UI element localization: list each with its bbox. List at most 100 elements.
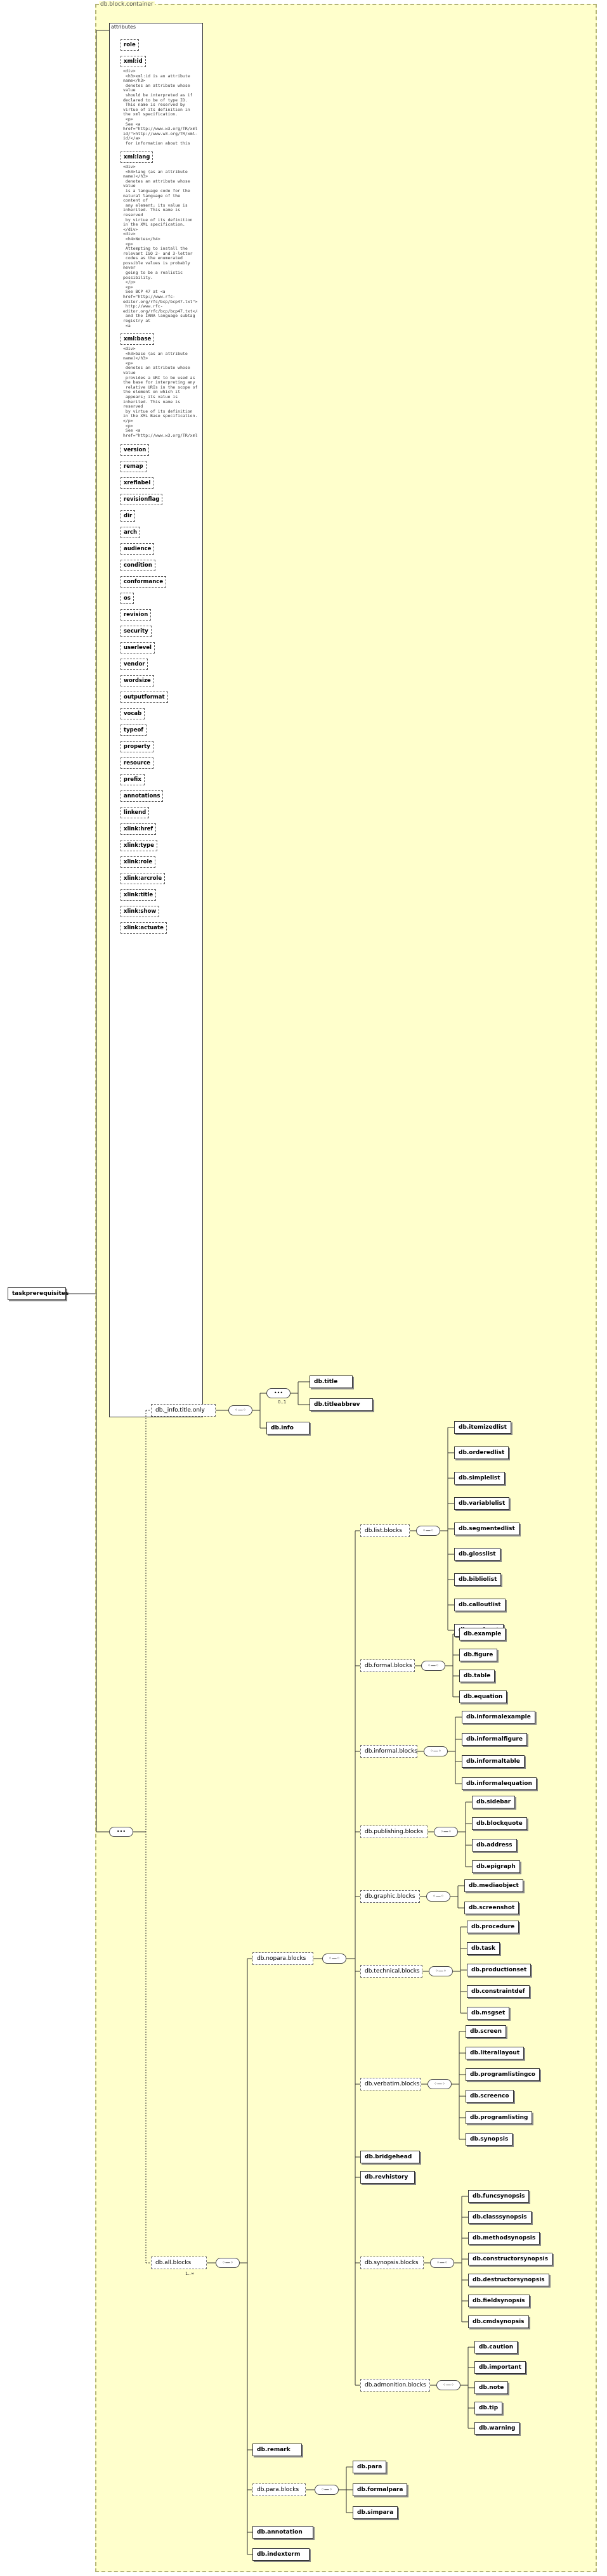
element-synopsis[interactable]: db.synopsis xyxy=(466,2133,513,2146)
element-blockquote[interactable]: db.blockquote xyxy=(472,1817,527,1830)
attribute-outputformat[interactable]: outputformat xyxy=(121,692,168,703)
element-annotation[interactable]: db.annotation xyxy=(252,2526,313,2539)
element-classsynopsis[interactable]: db.classsynopsis xyxy=(468,2211,532,2224)
element-info[interactable]: db.info xyxy=(266,1422,310,1434)
element-literallayout[interactable]: db.literallayout xyxy=(466,2047,525,2059)
element-programlistingco[interactable]: db.programlistingco xyxy=(466,2068,540,2081)
element-figure[interactable]: db.figure xyxy=(459,1649,498,1661)
element-sidebar[interactable]: db.sidebar xyxy=(472,1796,516,1808)
element-titleabbrev[interactable]: db.titleabbrev xyxy=(310,1398,373,1411)
element-destructorsynopsis[interactable]: db.destructorsynopsis xyxy=(468,2274,549,2286)
element-tip[interactable]: db.tip xyxy=(474,2402,503,2414)
group-publishing-blocks[interactable]: db.publishing.blocks xyxy=(360,1826,428,1838)
group-para-blocks[interactable]: db.para.blocks xyxy=(252,2483,306,2496)
element-important[interactable]: db.important xyxy=(474,2361,526,2374)
element-bibliolist[interactable]: db.bibliolist xyxy=(454,1573,502,1586)
attribute-wordsize[interactable]: wordsize xyxy=(121,675,154,686)
element-msgset[interactable]: db.msgset xyxy=(467,2007,510,2019)
group-formal-blocks[interactable]: db.formal.blocks xyxy=(360,1659,415,1672)
element-fieldsynopsis[interactable]: db.fieldsynopsis xyxy=(468,2295,530,2307)
attribute-role[interactable]: role xyxy=(121,39,139,51)
attribute-vocab[interactable]: vocab xyxy=(121,708,145,719)
attribute-condition[interactable]: condition xyxy=(121,560,155,571)
attribute-xlink-role[interactable]: xlink:role xyxy=(121,856,156,868)
attribute-dir[interactable]: dir xyxy=(121,510,136,522)
element-informaltable[interactable]: db.informaltable xyxy=(462,1755,525,1768)
element-revhistory[interactable]: db.revhistory xyxy=(360,2171,415,2184)
element-address[interactable]: db.address xyxy=(472,1839,517,1852)
group-nopara-blocks[interactable]: db.nopara.blocks xyxy=(252,1952,313,1965)
attribute-version[interactable]: version xyxy=(121,444,150,456)
group-graphic-blocks[interactable]: db.graphic.blocks xyxy=(360,1890,420,1903)
element-orderedlist[interactable]: db.orderedlist xyxy=(454,1446,509,1459)
element-screenco[interactable]: db.screenco xyxy=(466,2090,514,2103)
element-example[interactable]: db.example xyxy=(459,1628,506,1640)
element-formalpara[interactable]: db.formalpara xyxy=(353,2483,408,2496)
element-screen[interactable]: db.screen xyxy=(466,2025,507,2038)
element-procedure[interactable]: db.procedure xyxy=(467,1921,519,1933)
attribute-security[interactable]: security xyxy=(121,626,152,637)
element-warning[interactable]: db.warning xyxy=(474,2422,520,2435)
element-programlisting[interactable]: db.programlisting xyxy=(466,2111,533,2124)
element-informalfigure[interactable]: db.informalfigure xyxy=(462,1733,527,1746)
attribute-revision[interactable]: revision xyxy=(121,609,152,621)
attribute-vendor[interactable]: vendor xyxy=(121,659,148,670)
element-simpara[interactable]: db.simpara xyxy=(353,2506,398,2519)
attribute-prefix[interactable]: prefix xyxy=(121,774,145,785)
element-table[interactable]: db.table xyxy=(459,1670,495,1682)
element-simplelist[interactable]: db.simplelist xyxy=(454,1472,505,1484)
attribute-xlink-type[interactable]: xlink:type xyxy=(121,840,157,851)
attribute-resource[interactable]: resource xyxy=(121,757,153,769)
attribute-xreflabel[interactable]: xreflabel xyxy=(121,477,154,489)
attribute-os[interactable]: os xyxy=(121,593,134,604)
element-mediaobject[interactable]: db.mediaobject xyxy=(464,1879,523,1892)
attribute-xlink-title[interactable]: xlink:title xyxy=(121,889,157,901)
group-verbatim-blocks[interactable]: db.verbatim.blocks xyxy=(360,2078,421,2090)
element-title[interactable]: db.title xyxy=(310,1375,353,1388)
attribute-xml-lang[interactable]: xml:lang xyxy=(121,151,153,163)
element-caution[interactable]: db.caution xyxy=(474,2341,518,2354)
group-technical-blocks[interactable]: db.technical.blocks xyxy=(360,1965,422,1978)
attribute-xlink-href[interactable]: xlink:href xyxy=(121,823,157,835)
element-task[interactable]: db.task xyxy=(467,1942,500,1955)
element-note[interactable]: db.note xyxy=(474,2381,509,2394)
element-itemizedlist[interactable]: db.itemizedlist xyxy=(454,1421,511,1434)
group-all-blocks[interactable]: db.all.blocks xyxy=(151,2257,207,2269)
element-variablelist[interactable]: db.variablelist xyxy=(454,1497,510,1510)
element-epigraph[interactable]: db.epigraph xyxy=(472,1860,520,1873)
element-para[interactable]: db.para xyxy=(353,2461,387,2473)
element-bridgehead[interactable]: db.bridgehead xyxy=(360,2151,420,2163)
element-methodsynopsis[interactable]: db.methodsynopsis xyxy=(468,2232,540,2244)
element-segmentedlist[interactable]: db.segmentedlist xyxy=(454,1523,519,1535)
attribute-typeof[interactable]: typeof xyxy=(121,724,147,736)
attribute-userlevel[interactable]: userlevel xyxy=(121,642,155,654)
element-screenshot[interactable]: db.screenshot xyxy=(464,1902,519,1914)
element-constraintdef[interactable]: db.constraintdef xyxy=(467,1985,530,1998)
element-constructorsynopsis[interactable]: db.constructorsynopsis xyxy=(468,2253,553,2265)
attribute-xlink-show[interactable]: xlink:show xyxy=(121,906,160,917)
root-element-taskprerequisites[interactable]: taskprerequisites xyxy=(8,1287,69,1300)
attribute-xlink-actuate[interactable]: xlink:actuate xyxy=(121,922,167,934)
group-synopsis-blocks[interactable]: db.synopsis.blocks xyxy=(360,2257,424,2269)
attribute-xml-base[interactable]: xml:base xyxy=(121,333,155,345)
attribute-linkend[interactable]: linkend xyxy=(121,807,150,818)
element-productionset[interactable]: db.productionset xyxy=(467,1964,532,1976)
group-info-title-only[interactable]: db._info.title.only xyxy=(151,1404,216,1417)
attribute-revisionflag[interactable]: revisionflag xyxy=(121,494,163,505)
element-glosslist[interactable]: db.glosslist xyxy=(454,1548,500,1561)
group-informal-blocks[interactable]: db.informal.blocks xyxy=(360,1745,417,1758)
attribute-remap[interactable]: remap xyxy=(121,461,147,472)
attribute-audience[interactable]: audience xyxy=(121,543,155,555)
element-calloutlist[interactable]: db.calloutlist xyxy=(454,1599,506,1611)
group-list-blocks[interactable]: db.list.blocks xyxy=(360,1524,410,1537)
attribute-conformance[interactable]: conformance xyxy=(121,576,167,588)
element-informalequation[interactable]: db.informalequation xyxy=(462,1777,537,1790)
attribute-property[interactable]: property xyxy=(121,741,153,752)
element-indexterm[interactable]: db.indexterm xyxy=(252,2548,310,2561)
attribute-xml-id[interactable]: xml:id xyxy=(121,56,146,67)
attribute-arch[interactable]: arch xyxy=(121,527,141,538)
element-funcsynopsis[interactable]: db.funcsynopsis xyxy=(468,2190,530,2203)
group-admonition-blocks[interactable]: db.admonition.blocks xyxy=(360,2379,430,2392)
element-equation[interactable]: db.equation xyxy=(459,1690,507,1703)
element-remark[interactable]: db.remark xyxy=(252,2444,302,2456)
